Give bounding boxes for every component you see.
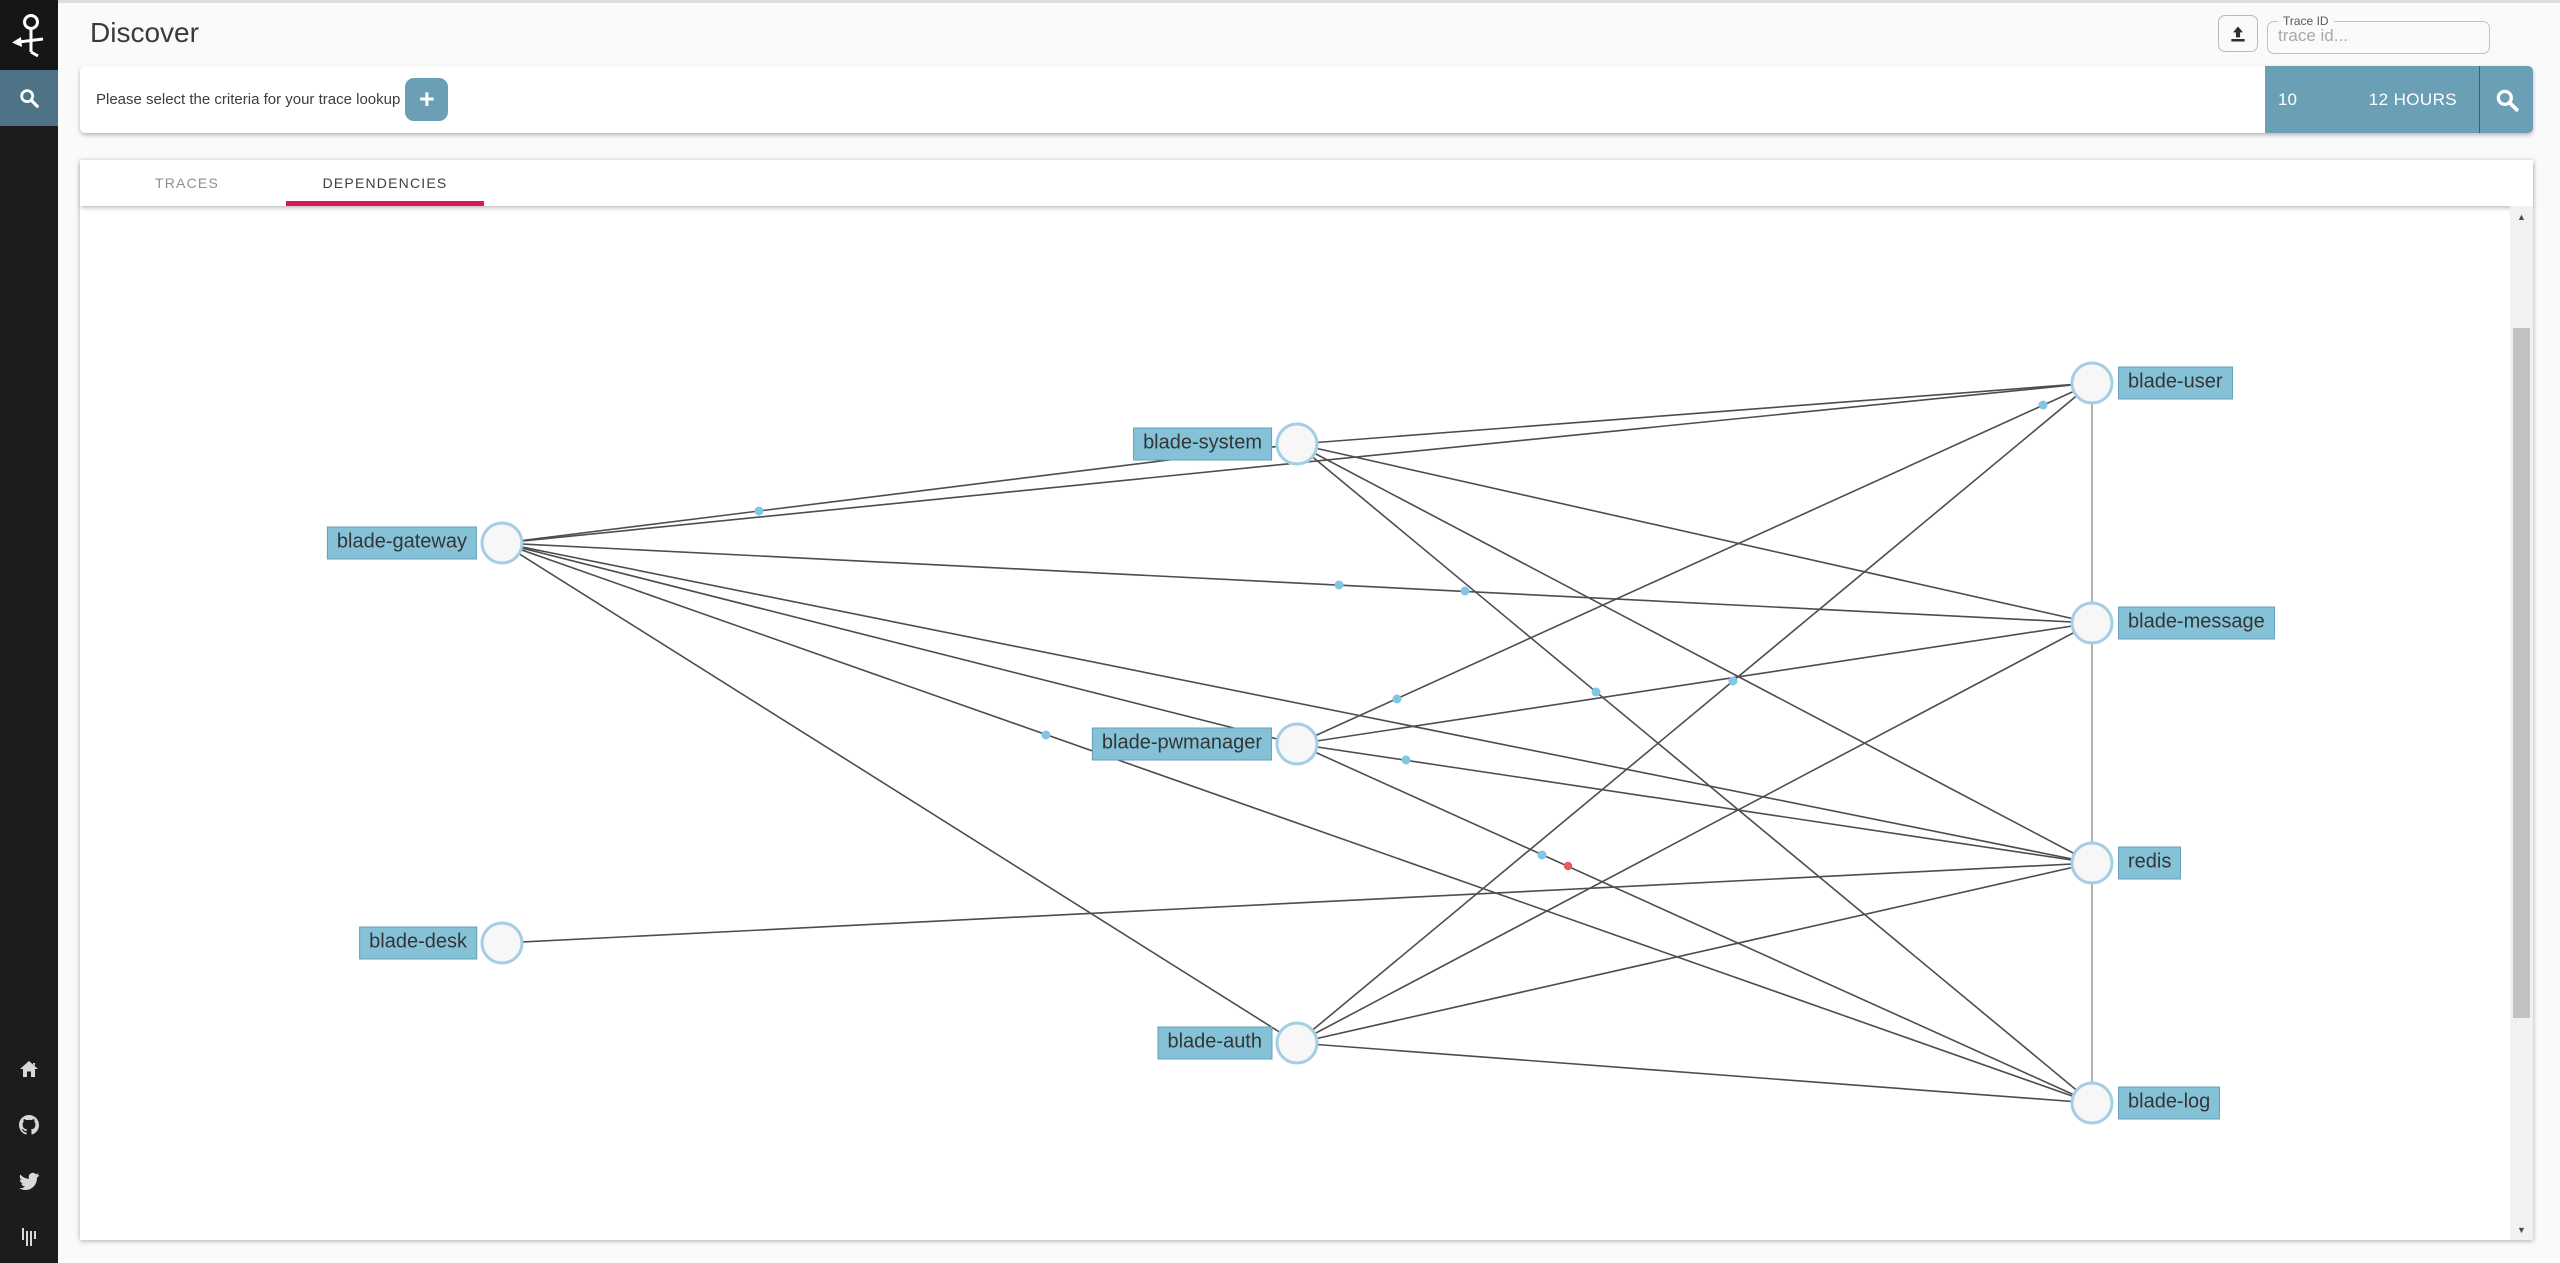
scrollbar-thumb[interactable] [2513, 328, 2530, 1018]
node-label-blade-desk[interactable]: blade-desk [359, 926, 477, 960]
trace-id-input[interactable] [2278, 26, 2468, 46]
dependency-edge [1296, 443, 2093, 1104]
dependency-edge [1296, 443, 2093, 624]
graph-node-blade-log[interactable] [2070, 1081, 2114, 1125]
graph-node-blade-system[interactable] [1275, 422, 1319, 466]
trace-lookup-bar: Please select the criteria for your trac… [80, 66, 2533, 133]
node-label-blade-log[interactable]: blade-log [2118, 1086, 2221, 1120]
blue-traffic-dot [1460, 586, 1470, 596]
dependency-edge [501, 542, 2093, 1104]
blue-traffic-dot [1392, 694, 1402, 704]
tab-bar: TRACES DEPENDENCIES [80, 160, 2533, 206]
dependency-edge [1296, 743, 2093, 864]
node-label-blade-system[interactable]: blade-system [1133, 427, 1272, 461]
scroll-up-arrow[interactable]: ▲ [2517, 211, 2526, 222]
zipkin-logo[interactable] [0, 0, 58, 70]
lookback-value[interactable]: 12 HOURS [2368, 89, 2457, 109]
dependency-edge [501, 542, 2093, 864]
blue-traffic-dot [1537, 850, 1547, 860]
graph-node-blade-user[interactable] [2070, 361, 2114, 405]
page-title: Discover [90, 17, 199, 48]
criteria-section: Please select the criteria for your trac… [80, 66, 2265, 133]
active-tab-underline [286, 201, 484, 206]
dependency-edge [1296, 443, 2093, 864]
trace-id-field: Trace ID [2267, 14, 2490, 54]
sidebar-footer [0, 1058, 58, 1247]
dependency-edge [501, 443, 1298, 544]
blue-traffic-dot [1041, 730, 1051, 740]
dependency-edge [1296, 382, 2093, 1044]
dependency-edge [1296, 1042, 2093, 1104]
header: Discover Trace ID [58, 0, 2560, 66]
red-traffic-dot [1563, 861, 1573, 871]
blue-traffic-dot [1334, 580, 1344, 590]
home-icon[interactable] [19, 1058, 40, 1079]
search-icon [20, 89, 39, 108]
dependency-edge [501, 542, 1298, 745]
trace-id-label: Trace ID [2283, 14, 2329, 28]
blue-traffic-dot [1401, 755, 1411, 765]
node-label-blade-message[interactable]: blade-message [2118, 606, 2275, 640]
twitter-icon[interactable] [19, 1170, 40, 1191]
dependency-edge [1296, 862, 2093, 1044]
dependency-edge [1296, 622, 2093, 1044]
graph-node-redis[interactable] [2070, 841, 2114, 885]
graph-node-blade-pwmanager[interactable] [1275, 722, 1319, 766]
top-shadow-strip [58, 0, 2560, 3]
blue-traffic-dot [1728, 676, 1738, 686]
node-label-redis[interactable]: redis [2118, 846, 2182, 880]
dependency-edge [1296, 622, 2093, 745]
results-card: TRACES DEPENDENCIES blade-gateway blade-s… [80, 160, 2533, 1240]
github-icon[interactable] [19, 1114, 40, 1135]
node-label-blade-auth[interactable]: blade-auth [1157, 1026, 1272, 1060]
node-label-blade-user[interactable]: blade-user [2118, 366, 2233, 400]
search-icon [2496, 89, 2519, 112]
upload-trace-button[interactable] [2218, 15, 2258, 52]
search-button[interactable] [2480, 66, 2533, 133]
tab-traces[interactable]: TRACES [155, 175, 219, 191]
lookup-options: 10 12 HOURS [2265, 66, 2533, 133]
dependency-edge [501, 542, 2093, 624]
scroll-down-arrow[interactable]: ▼ [2517, 1224, 2526, 1235]
node-label-blade-gateway[interactable]: blade-gateway [326, 526, 477, 560]
upload-icon [2231, 26, 2245, 41]
graph-node-blade-auth[interactable] [1275, 1021, 1319, 1065]
dependency-graph-canvas [480, 361, 2114, 1125]
sidebar [0, 0, 58, 1263]
sidebar-item-search[interactable] [0, 70, 58, 126]
graph-node-blade-desk[interactable] [480, 921, 524, 965]
criteria-prompt: Please select the criteria for your trac… [96, 91, 401, 108]
dependency-edge [1296, 743, 2093, 1104]
vertical-scrollbar[interactable]: ▲ ▼ [2510, 206, 2533, 1240]
zipkin-logo-icon [12, 14, 44, 58]
node-label-blade-pwmanager[interactable]: blade-pwmanager [1091, 727, 1272, 761]
dependency-graph: blade-gateway blade-system blade-pwmanager… [80, 206, 2533, 1240]
blue-traffic-dot [754, 506, 764, 516]
graph-node-blade-message[interactable] [2070, 601, 2114, 645]
tab-dependencies[interactable]: DEPENDENCIES [286, 160, 484, 206]
blue-traffic-dot [1591, 687, 1601, 697]
blue-traffic-dot [2038, 400, 2048, 410]
dependency-edge [501, 542, 1298, 1044]
add-criteria-button[interactable]: + [405, 78, 449, 121]
limit-value[interactable]: 10 [2278, 89, 2297, 109]
gitter-icon[interactable] [19, 1226, 40, 1247]
dependency-edge [1296, 382, 2093, 445]
dependency-edge [501, 862, 2093, 944]
dependency-edge [1296, 382, 2093, 745]
graph-node-blade-gateway[interactable] [480, 521, 524, 565]
divider [2479, 66, 2480, 133]
